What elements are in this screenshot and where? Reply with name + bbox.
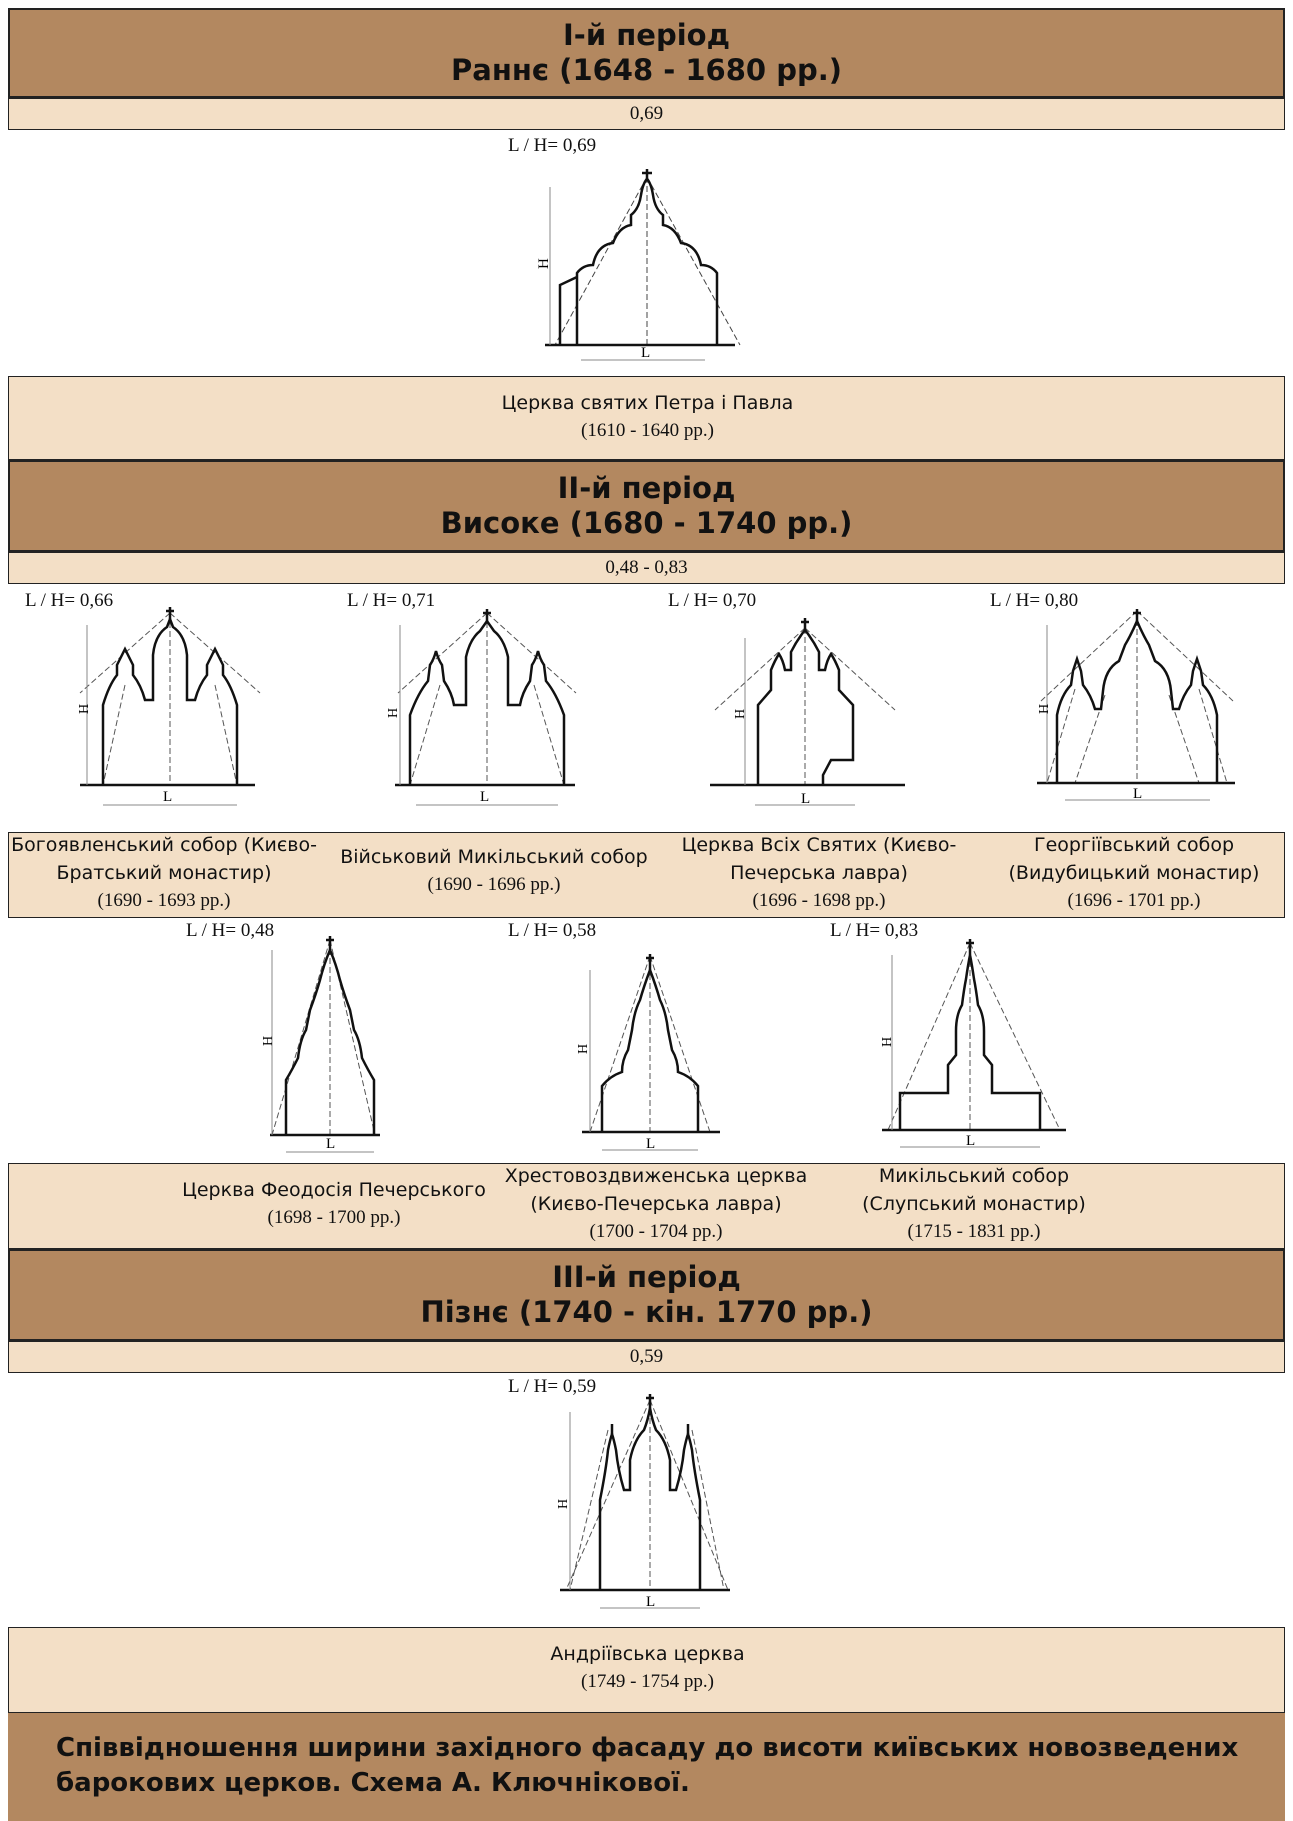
church-dates: (1690 - 1696 рр.) <box>427 874 561 895</box>
axis-l: L <box>801 791 810 807</box>
period-1-ratio: 0,69 <box>8 98 1285 130</box>
church-dates: (1696 - 1701 рр.) <box>1067 890 1201 911</box>
church-name: Церква святих Петра і Павла (1610 - 1640… <box>9 389 1286 445</box>
period-3-header: III-й період Пізнє (1740 - кін. 1770 рр.… <box>8 1249 1285 1341</box>
church-dates: (1715 - 1831 рр.) <box>907 1221 1041 1242</box>
ratio-label: L / H= 0,48 <box>186 920 275 941</box>
axis-l: L <box>646 1594 655 1610</box>
facade-drawing: H L <box>710 618 905 807</box>
church-title: Георгіївський собор (Видубицький монасти… <box>1008 834 1260 884</box>
church-name: Богоявленський собор (Києво-Братський мо… <box>9 831 319 915</box>
axis-h: H <box>261 1036 276 1046</box>
axis-l: L <box>966 1133 975 1149</box>
names-strip-2: Богоявленський собор (Києво-Братський мо… <box>8 832 1285 918</box>
church-dates: (1690 - 1693 рр.) <box>97 890 231 911</box>
period-3-ratio: 0,59 <box>8 1341 1285 1373</box>
facade-drawing: H L <box>386 609 577 806</box>
church-name: Андріївська церква (1749 - 1754 рр.) <box>9 1640 1286 1696</box>
church-title: Андріївська церква <box>550 1643 745 1665</box>
axis-l: L <box>641 345 650 361</box>
ratio-label: L / H= 0,83 <box>830 920 919 941</box>
axis-h: H <box>556 1499 571 1509</box>
axis-h: H <box>77 704 92 714</box>
axis-l: L <box>646 1136 655 1152</box>
names-strip-4: Андріївська церква (1749 - 1754 рр.) <box>8 1627 1285 1713</box>
facade-drawing: H L <box>576 954 720 1152</box>
church-name: Георгіївський собор (Видубицький монасти… <box>999 831 1269 915</box>
ratio-label: L / H= 0,80 <box>990 590 1079 611</box>
period-title: I-й період <box>563 18 730 52</box>
facade-drawing: H L <box>77 607 261 806</box>
facade-drawing: H L <box>261 936 380 1153</box>
axis-l: L <box>1133 786 1142 802</box>
axis-l: L <box>480 789 489 805</box>
axis-h: H <box>1037 704 1052 714</box>
facade-drawing: H L <box>556 1394 730 1610</box>
period-title: III-й період <box>552 1260 741 1294</box>
axis-h: H <box>386 708 401 718</box>
period-2-ratio: 0,48 - 0,83 <box>8 552 1285 584</box>
ratio-label: L / H= 0,58 <box>508 920 597 941</box>
ratio-label: L / H= 0,59 <box>508 1376 597 1397</box>
axis-h: H <box>880 1037 895 1047</box>
period-subtitle: Високе (1680 - 1740 рр.) <box>440 506 853 540</box>
period-1-header: I-й період Раннє (1648 - 1680 рр.) <box>8 8 1285 98</box>
facade-drawing: H L <box>1037 609 1235 802</box>
period-2-header: II-й період Високе (1680 - 1740 рр.) <box>8 460 1285 552</box>
church-name: Хрестовоздвиженська церква (Києво-Печерс… <box>501 1162 811 1246</box>
axis-h: H <box>576 1044 591 1054</box>
facade-drawing: H L <box>536 169 741 361</box>
axis-h: H <box>733 709 748 719</box>
church-title: Військовий Микільський собор <box>340 846 648 868</box>
church-title: Микільський собор (Слупський монастир) <box>862 1165 1086 1215</box>
period-subtitle: Раннє (1648 - 1680 рр.) <box>451 53 842 87</box>
ratio-label: L / H= 0,69 <box>508 135 597 156</box>
axis-l: L <box>163 789 172 805</box>
church-title: Хрестовоздвиженська церква (Києво-Печерс… <box>504 1165 808 1215</box>
caption-line-2: барокових церков. Схема А. Ключнікової. <box>56 1768 690 1798</box>
ratio-label: L / H= 0,70 <box>668 590 757 611</box>
church-title: Церква святих Петра і Павла <box>501 392 794 414</box>
facade-drawing: H L <box>880 939 1066 1149</box>
church-dates: (1698 - 1700 рр.) <box>267 1207 401 1228</box>
names-strip-3: Церква Феодосія Печерського (1698 - 1700… <box>8 1163 1285 1249</box>
church-title: Церква Всіх Святих (Києво-Печерська лавр… <box>681 834 957 884</box>
church-dates: (1700 - 1704 рр.) <box>589 1221 723 1242</box>
church-name: Церква Всіх Святих (Києво-Печерська лавр… <box>674 831 964 915</box>
church-title: Церква Феодосія Печерського <box>182 1179 486 1201</box>
caption: Співвідношення ширини західного фасаду д… <box>8 1713 1285 1821</box>
caption-line-1: Співвідношення ширини західного фасаду д… <box>56 1733 1239 1763</box>
church-dates: (1696 - 1698 рр.) <box>752 890 886 911</box>
church-dates: (1610 - 1640 рр.) <box>581 420 714 441</box>
church-dates: (1749 - 1754 рр.) <box>581 1671 714 1692</box>
church-name: Військовий Микільський собор (1690 - 169… <box>334 843 654 899</box>
ratio-label: L / H= 0,71 <box>347 590 436 611</box>
names-strip-1: Церква святих Петра і Павла (1610 - 1640… <box>8 376 1285 460</box>
church-name: Микільський собор (Слупський монастир) (… <box>819 1162 1129 1246</box>
period-title: II-й період <box>557 471 736 505</box>
church-title: Богоявленський собор (Києво-Братський мо… <box>11 834 317 884</box>
ratio-label: L / H= 0,66 <box>25 590 114 611</box>
church-name: Церква Феодосія Печерського (1698 - 1700… <box>169 1176 499 1232</box>
axis-h: H <box>536 258 552 269</box>
axis-l: L <box>326 1136 335 1152</box>
period-subtitle: Пізнє (1740 - кін. 1770 рр.) <box>420 1295 873 1329</box>
